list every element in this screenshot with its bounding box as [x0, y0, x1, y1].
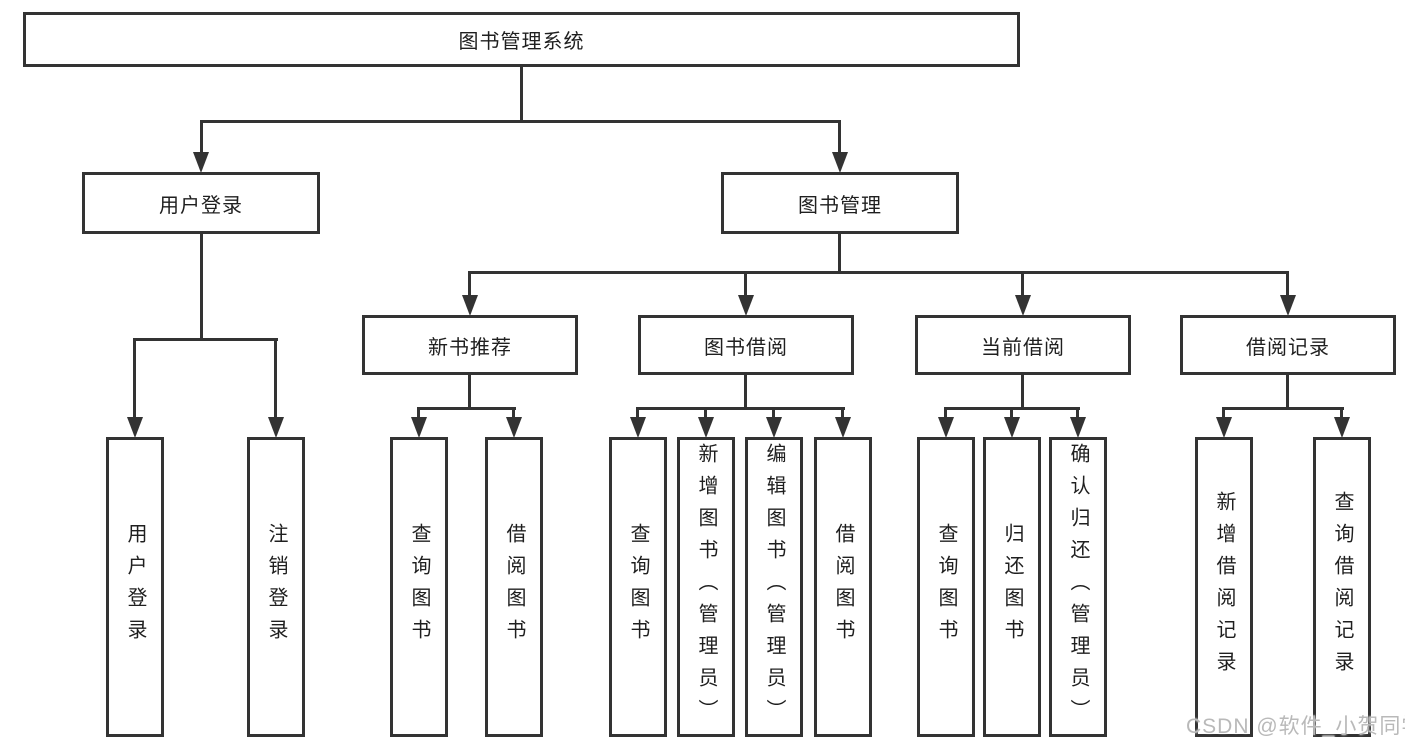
- arrowhead-down-icon: [462, 295, 478, 316]
- arrowhead-down-icon: [766, 417, 782, 438]
- node-user-login-label: 用户登录: [159, 194, 243, 217]
- connector-vline: [520, 67, 523, 120]
- arrowhead-down-icon: [1216, 417, 1232, 438]
- node-book-mgmt: 图书管理: [721, 172, 959, 234]
- node-user-login: 用户登录: [82, 172, 320, 234]
- leaf-br-query-record: 查询借阅记录: [1313, 437, 1371, 737]
- leaf-rec-borrow-book: 借阅图书: [485, 437, 543, 737]
- leaf-user-login-label: 用户登录: [124, 523, 146, 651]
- leaf-bb-add-book-label: 新增图书（管理员）: [695, 443, 717, 731]
- connector-stem: [274, 338, 277, 421]
- arrowhead-down-icon: [411, 417, 427, 438]
- arrowhead-down-icon: [1334, 417, 1350, 438]
- csdn-watermark: CSDN @软件_小贺同学: [1186, 715, 1405, 738]
- arrowhead-down-icon: [193, 152, 209, 173]
- leaf-cb-confirm-return-label: 确认归还（管理员）: [1067, 443, 1089, 731]
- connector-vline: [744, 375, 747, 407]
- node-root-label: 图书管理系统: [458, 31, 585, 53]
- arrowhead-down-icon: [832, 152, 848, 173]
- arrowhead-down-icon: [698, 417, 714, 438]
- connector-stem: [1021, 271, 1024, 299]
- leaf-br-query-record-label: 查询借阅记录: [1331, 491, 1353, 683]
- leaf-rec-query-book: 查询图书: [390, 437, 448, 737]
- leaf-rec-query-book-label: 查询图书: [408, 523, 430, 651]
- leaf-cb-query-book-label: 查询图书: [935, 523, 957, 651]
- connector-stem: [1222, 407, 1225, 421]
- leaf-rec-borrow-book-label: 借阅图书: [503, 523, 525, 651]
- connector-hline: [636, 407, 845, 410]
- arrowhead-down-icon: [938, 417, 954, 438]
- arrowhead-down-icon: [835, 417, 851, 438]
- connector-stem: [1076, 407, 1079, 421]
- connector-vline: [200, 234, 203, 338]
- arrowhead-down-icon: [506, 417, 522, 438]
- node-new-book-rec: 新书推荐: [362, 315, 578, 375]
- leaf-bb-edit-book-label: 编辑图书（管理员）: [763, 443, 785, 731]
- leaf-bb-query-book-label: 查询图书: [627, 523, 649, 651]
- leaf-cb-confirm-return: 确认归还（管理员）: [1049, 437, 1107, 737]
- leaf-cb-return-book: 归还图书: [983, 437, 1041, 737]
- leaf-logout: 注销登录: [247, 437, 305, 737]
- connector-stem: [1010, 407, 1013, 421]
- connector-stem: [704, 407, 707, 421]
- connector-vline: [1021, 375, 1024, 407]
- connector-stem: [133, 338, 136, 421]
- leaf-user-login: 用户登录: [106, 437, 164, 737]
- node-book-borrow: 图书借阅: [638, 315, 854, 375]
- leaf-br-add-record-label: 新增借阅记录: [1213, 491, 1235, 683]
- leaf-bb-add-book: 新增图书（管理员）: [677, 437, 735, 737]
- node-current-borrow: 当前借阅: [915, 315, 1131, 375]
- connector-hline: [417, 407, 516, 410]
- connector-stem: [744, 271, 747, 299]
- leaf-cb-query-book: 查询图书: [917, 437, 975, 737]
- connector-stem: [944, 407, 947, 421]
- arrowhead-down-icon: [268, 417, 284, 438]
- node-book-mgmt-label: 图书管理: [798, 194, 882, 217]
- node-borrow-records-label: 借阅记录: [1246, 336, 1330, 359]
- connector-stem: [636, 407, 639, 421]
- connector-stem: [772, 407, 775, 421]
- node-book-borrow-label: 图书借阅: [704, 336, 788, 359]
- node-root: 图书管理系统: [23, 12, 1020, 67]
- leaf-cb-return-book-label: 归还图书: [1001, 523, 1023, 651]
- connector-vline: [1286, 375, 1289, 407]
- arrowhead-down-icon: [127, 417, 143, 438]
- leaf-br-add-record: 新增借阅记录: [1195, 437, 1253, 737]
- node-current-borrow-label: 当前借阅: [981, 336, 1065, 359]
- connector-vline: [468, 375, 471, 407]
- connector-hline: [134, 338, 278, 341]
- leaf-bb-edit-book: 编辑图书（管理员）: [745, 437, 803, 737]
- arrowhead-down-icon: [1280, 295, 1296, 316]
- connector-stem: [468, 271, 471, 299]
- connector-stem: [417, 407, 420, 421]
- leaf-logout-label: 注销登录: [265, 523, 287, 651]
- arrowhead-down-icon: [1070, 417, 1086, 438]
- connector-stem: [838, 120, 841, 156]
- arrowhead-down-icon: [1004, 417, 1020, 438]
- leaf-bb-borrow-book-label: 借阅图书: [832, 523, 854, 651]
- connector-hline: [468, 271, 1289, 274]
- leaf-bb-borrow-book: 借阅图书: [814, 437, 872, 737]
- connector-hline: [1222, 407, 1344, 410]
- connector-stem: [1286, 271, 1289, 299]
- arrowhead-down-icon: [1015, 295, 1031, 316]
- leaf-bb-query-book: 查询图书: [609, 437, 667, 737]
- node-borrow-records: 借阅记录: [1180, 315, 1396, 375]
- arrowhead-down-icon: [738, 295, 754, 316]
- connector-stem: [200, 120, 203, 156]
- node-new-book-rec-label: 新书推荐: [428, 336, 512, 359]
- connector-hline: [200, 120, 841, 123]
- connector-stem: [512, 407, 515, 421]
- connector-vline: [838, 234, 841, 271]
- connector-stem: [841, 407, 844, 421]
- connector-stem: [1340, 407, 1343, 421]
- arrowhead-down-icon: [630, 417, 646, 438]
